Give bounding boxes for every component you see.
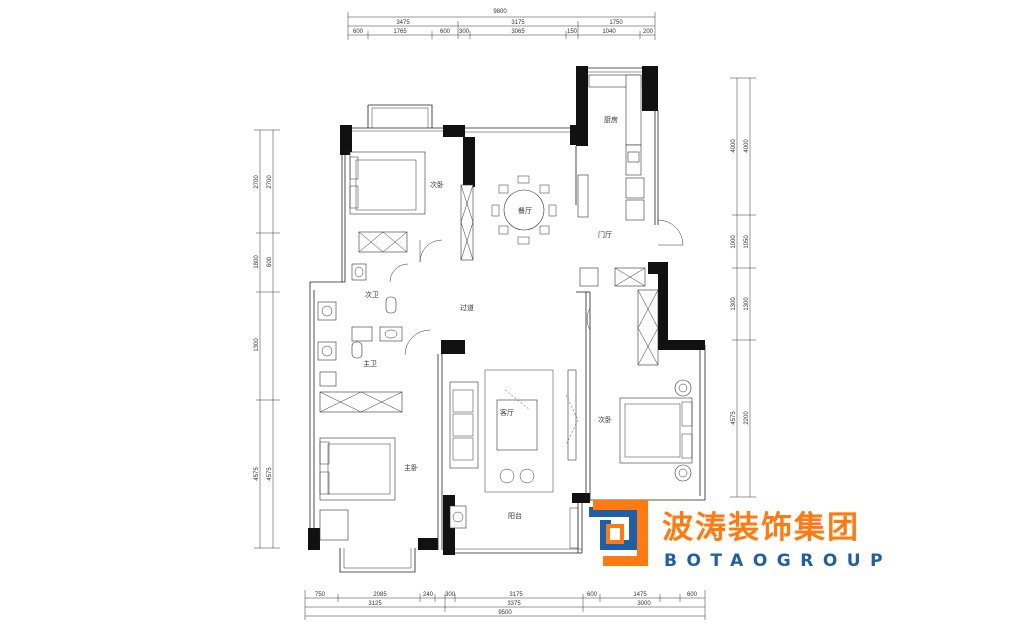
- dim-right-inner-4: 2200: [744, 411, 750, 425]
- dim-bottom-seg-3: 3000: [637, 601, 651, 607]
- dim-bottom-seg-2: 3375: [507, 601, 521, 607]
- room-label-dining: 餐厅: [518, 206, 532, 215]
- dim-top-sub-4: 300: [459, 29, 470, 35]
- dim-top-seg-2: 3175: [511, 20, 525, 26]
- dim-left-outer-4: 4575: [254, 467, 260, 481]
- dim-top-seg-1: 3475: [396, 20, 410, 26]
- dim-top-sub-7: 1040: [602, 29, 616, 35]
- dim-left-outer-1: 2700: [254, 175, 260, 189]
- dim-right-inner-1: 4000: [744, 139, 750, 153]
- dim-bottom-sub-3: 240: [423, 592, 434, 598]
- dim-top-seg-3: 1750: [609, 20, 623, 26]
- dim-top-total: 9800: [493, 9, 507, 15]
- dim-left-outer-3: 1300: [254, 338, 260, 352]
- dim-bottom-sub-8: 600: [687, 592, 698, 598]
- room-label-kitchen: 厨房: [604, 115, 618, 124]
- top-dimensions: 9800 3475 3175 1750 600 1765 600 300 306…: [347, 9, 656, 40]
- furniture: [317, 74, 693, 549]
- right-dimensions: 4000 1000 1300 4575 4000 1050 1300 2200: [730, 77, 756, 498]
- room-label-corridor: 过道: [460, 303, 474, 312]
- dim-right-outer-2: 1000: [731, 235, 737, 249]
- dim-bottom-sub-2: 2085: [373, 592, 387, 598]
- dim-bottom-total: 9500: [498, 610, 512, 616]
- dim-top-sub-8: 200: [643, 29, 654, 35]
- dim-right-outer-1: 4000: [731, 139, 737, 153]
- dim-top-sub-6: 150: [567, 29, 578, 35]
- room-label-third-bedroom: 次卧: [598, 415, 612, 424]
- room-labels: 厨房 餐厅 门厅 次卧 次卫 主卫 过道 客厅 主卧 次卧 阳台: [363, 115, 618, 520]
- dim-bottom-sub-5: 3175: [509, 592, 523, 598]
- dim-right-inner-3: 1300: [744, 297, 750, 311]
- dim-right-outer-4: 4575: [731, 411, 737, 425]
- room-label-second-bathroom: 次卫: [365, 290, 379, 299]
- dim-bottom-sub-4: 300: [445, 592, 456, 598]
- dim-bottom-seg-1: 3125: [368, 601, 382, 607]
- room-label-living: 客厅: [500, 408, 514, 417]
- dim-bottom-sub-1: 750: [315, 592, 326, 598]
- room-label-master-bedroom: 主卧: [404, 463, 418, 472]
- dim-top-sub-5: 3065: [511, 29, 525, 35]
- logo-english-text: BOTAOGROUP: [664, 551, 892, 571]
- company-logo: 波涛装饰集团 BOTAOGROUP: [589, 500, 892, 571]
- room-label-entrance: 门厅: [598, 230, 612, 239]
- dim-left-inner-2: 600: [267, 256, 273, 267]
- dim-top-sub-2: 1765: [393, 29, 407, 35]
- dim-top-sub-1: 600: [353, 29, 364, 35]
- dim-left-inner-3: 4575: [267, 467, 273, 481]
- dim-right-outer-3: 1300: [731, 297, 737, 311]
- bottom-dimensions: 750 2085 240 300 3175 600 1475 600 3125 …: [304, 590, 706, 620]
- dim-left-outer-2: 1800: [254, 255, 260, 269]
- room-label-second-bedroom: 次卧: [430, 180, 444, 189]
- left-dimensions: 2700 1800 1300 4575 2700 600 4575: [254, 129, 280, 549]
- room-label-master-bathroom: 主卫: [363, 359, 377, 368]
- logo-mark: [589, 500, 648, 566]
- logo-chinese-text: 波涛装饰集团: [662, 510, 860, 546]
- dim-right-inner-2: 1050: [744, 235, 750, 249]
- walls: [308, 66, 706, 573]
- dim-bottom-sub-7: 1475: [633, 592, 647, 598]
- dim-top-sub-3: 600: [440, 29, 451, 35]
- dim-left-inner-1: 2700: [267, 175, 273, 189]
- room-label-balcony: 阳台: [508, 511, 522, 520]
- dim-bottom-sub-6: 600: [587, 592, 598, 598]
